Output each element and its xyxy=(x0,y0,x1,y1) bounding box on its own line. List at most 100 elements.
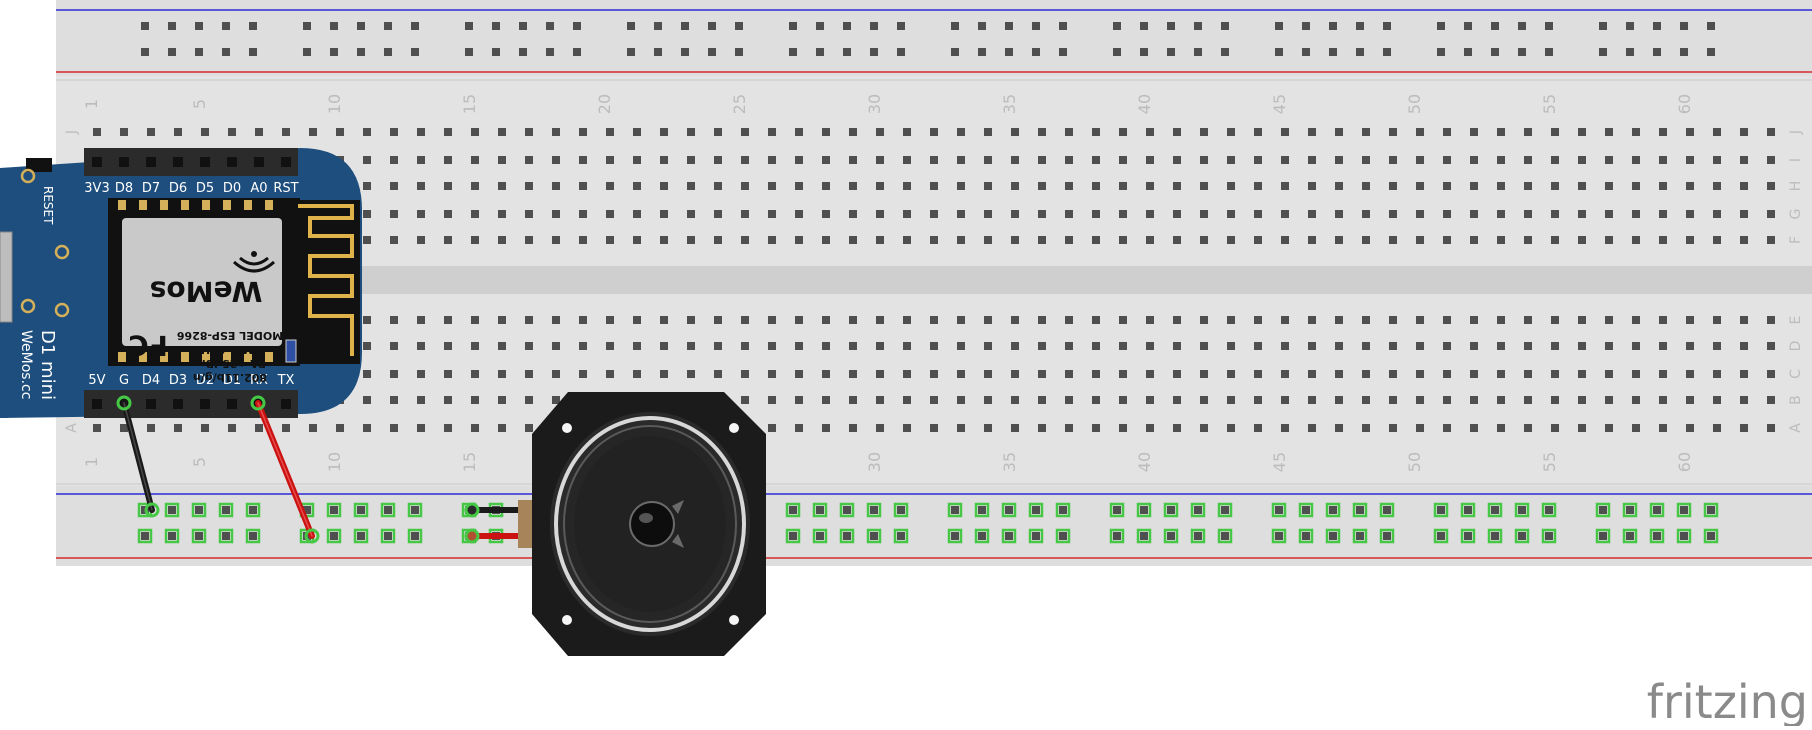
breadboard-hole[interactable] xyxy=(444,316,452,324)
breadboard-hole[interactable] xyxy=(1497,210,1505,218)
breadboard-hole[interactable] xyxy=(1092,210,1100,218)
breadboard-hole[interactable] xyxy=(1281,396,1289,404)
top-rail-hole[interactable] xyxy=(681,48,689,56)
breadboard-hole[interactable] xyxy=(336,424,344,432)
breadboard-hole[interactable] xyxy=(363,424,371,432)
top-rail-hole[interactable] xyxy=(1491,48,1499,56)
breadboard-hole[interactable] xyxy=(984,128,992,136)
breadboard-hole[interactable] xyxy=(1686,156,1694,164)
bottom-rail-hole[interactable] xyxy=(357,506,365,514)
top-rail-hole[interactable] xyxy=(1302,48,1310,56)
breadboard-hole[interactable] xyxy=(1713,182,1721,190)
top-rail-hole[interactable] xyxy=(654,22,662,30)
top-rail-hole[interactable] xyxy=(519,48,527,56)
breadboard-hole[interactable] xyxy=(1119,182,1127,190)
breadboard-hole[interactable] xyxy=(498,156,506,164)
breadboard-hole[interactable] xyxy=(93,128,101,136)
breadboard-hole[interactable] xyxy=(795,236,803,244)
breadboard-hole[interactable] xyxy=(1281,210,1289,218)
breadboard-hole[interactable] xyxy=(1092,342,1100,350)
breadboard-hole[interactable] xyxy=(1767,370,1775,378)
bottom-rail-hole[interactable] xyxy=(357,532,365,540)
breadboard-hole[interactable] xyxy=(1713,128,1721,136)
bottom-rail-hole[interactable] xyxy=(1653,532,1661,540)
breadboard-hole[interactable] xyxy=(930,396,938,404)
breadboard-hole[interactable] xyxy=(525,424,533,432)
breadboard-hole[interactable] xyxy=(660,370,668,378)
breadboard-hole[interactable] xyxy=(525,236,533,244)
breadboard-hole[interactable] xyxy=(1038,236,1046,244)
breadboard-hole[interactable] xyxy=(1092,128,1100,136)
bottom-rail-hole[interactable] xyxy=(1464,506,1472,514)
breadboard-hole[interactable] xyxy=(1497,182,1505,190)
breadboard-hole[interactable] xyxy=(390,128,398,136)
top-rail-hole[interactable] xyxy=(897,48,905,56)
breadboard-hole[interactable] xyxy=(1011,236,1019,244)
breadboard-hole[interactable] xyxy=(795,210,803,218)
bottom-rail-hole[interactable] xyxy=(789,506,797,514)
bottom-rail-hole[interactable] xyxy=(168,532,176,540)
top-rail-hole[interactable] xyxy=(1491,22,1499,30)
breadboard-hole[interactable] xyxy=(1416,396,1424,404)
breadboard-hole[interactable] xyxy=(795,370,803,378)
breadboard-hole[interactable] xyxy=(1335,316,1343,324)
breadboard-hole[interactable] xyxy=(525,316,533,324)
breadboard-hole[interactable] xyxy=(444,424,452,432)
bottom-rail-hole[interactable] xyxy=(168,506,176,514)
top-rail-hole[interactable] xyxy=(573,22,581,30)
bottom-rail-hole[interactable] xyxy=(1302,506,1310,514)
breadboard-hole[interactable] xyxy=(1497,156,1505,164)
top-rail-hole[interactable] xyxy=(384,22,392,30)
top-rail-hole[interactable] xyxy=(627,22,635,30)
breadboard-hole[interactable] xyxy=(417,210,425,218)
breadboard-hole[interactable] xyxy=(741,182,749,190)
breadboard-hole[interactable] xyxy=(1038,370,1046,378)
breadboard-hole[interactable] xyxy=(471,424,479,432)
breadboard-hole[interactable] xyxy=(1389,236,1397,244)
breadboard-hole[interactable] xyxy=(687,156,695,164)
breadboard-hole[interactable] xyxy=(1659,396,1667,404)
breadboard-hole[interactable] xyxy=(444,156,452,164)
breadboard-hole[interactable] xyxy=(633,236,641,244)
breadboard-hole[interactable] xyxy=(1497,396,1505,404)
breadboard-hole[interactable] xyxy=(1632,236,1640,244)
breadboard-hole[interactable] xyxy=(1038,210,1046,218)
breadboard-hole[interactable] xyxy=(1254,128,1262,136)
breadboard-hole[interactable] xyxy=(417,342,425,350)
breadboard-hole[interactable] xyxy=(1308,316,1316,324)
breadboard-hole[interactable] xyxy=(1092,182,1100,190)
breadboard-hole[interactable] xyxy=(1578,424,1586,432)
breadboard-hole[interactable] xyxy=(1200,156,1208,164)
top-rail-hole[interactable] xyxy=(1680,22,1688,30)
bottom-rail-hole[interactable] xyxy=(1464,532,1472,540)
breadboard-hole[interactable] xyxy=(795,424,803,432)
top-rail-hole[interactable] xyxy=(951,48,959,56)
breadboard-hole[interactable] xyxy=(363,236,371,244)
breadboard-hole[interactable] xyxy=(1632,128,1640,136)
breadboard-hole[interactable] xyxy=(957,156,965,164)
top-rail-hole[interactable] xyxy=(1194,22,1202,30)
breadboard-hole[interactable] xyxy=(498,236,506,244)
breadboard-hole[interactable] xyxy=(363,182,371,190)
top-rail-hole[interactable] xyxy=(330,48,338,56)
breadboard-hole[interactable] xyxy=(363,210,371,218)
breadboard-hole[interactable] xyxy=(1308,156,1316,164)
breadboard-hole[interactable] xyxy=(1200,210,1208,218)
breadboard-hole[interactable] xyxy=(1524,128,1532,136)
breadboard-hole[interactable] xyxy=(1011,182,1019,190)
top-rail-hole[interactable] xyxy=(303,22,311,30)
breadboard-hole[interactable] xyxy=(1389,210,1397,218)
bottom-rail-hole[interactable] xyxy=(1194,532,1202,540)
breadboard-hole[interactable] xyxy=(1362,316,1370,324)
breadboard-hole[interactable] xyxy=(1443,424,1451,432)
breadboard-hole[interactable] xyxy=(552,210,560,218)
top-rail-hole[interactable] xyxy=(141,22,149,30)
top-rail-hole[interactable] xyxy=(654,48,662,56)
bottom-rail-hole[interactable] xyxy=(1221,506,1229,514)
breadboard-hole[interactable] xyxy=(120,424,128,432)
breadboard-hole[interactable] xyxy=(1362,396,1370,404)
breadboard-hole[interactable] xyxy=(1578,370,1586,378)
breadboard-hole[interactable] xyxy=(1146,316,1154,324)
breadboard-hole[interactable] xyxy=(1281,370,1289,378)
breadboard-hole[interactable] xyxy=(795,396,803,404)
